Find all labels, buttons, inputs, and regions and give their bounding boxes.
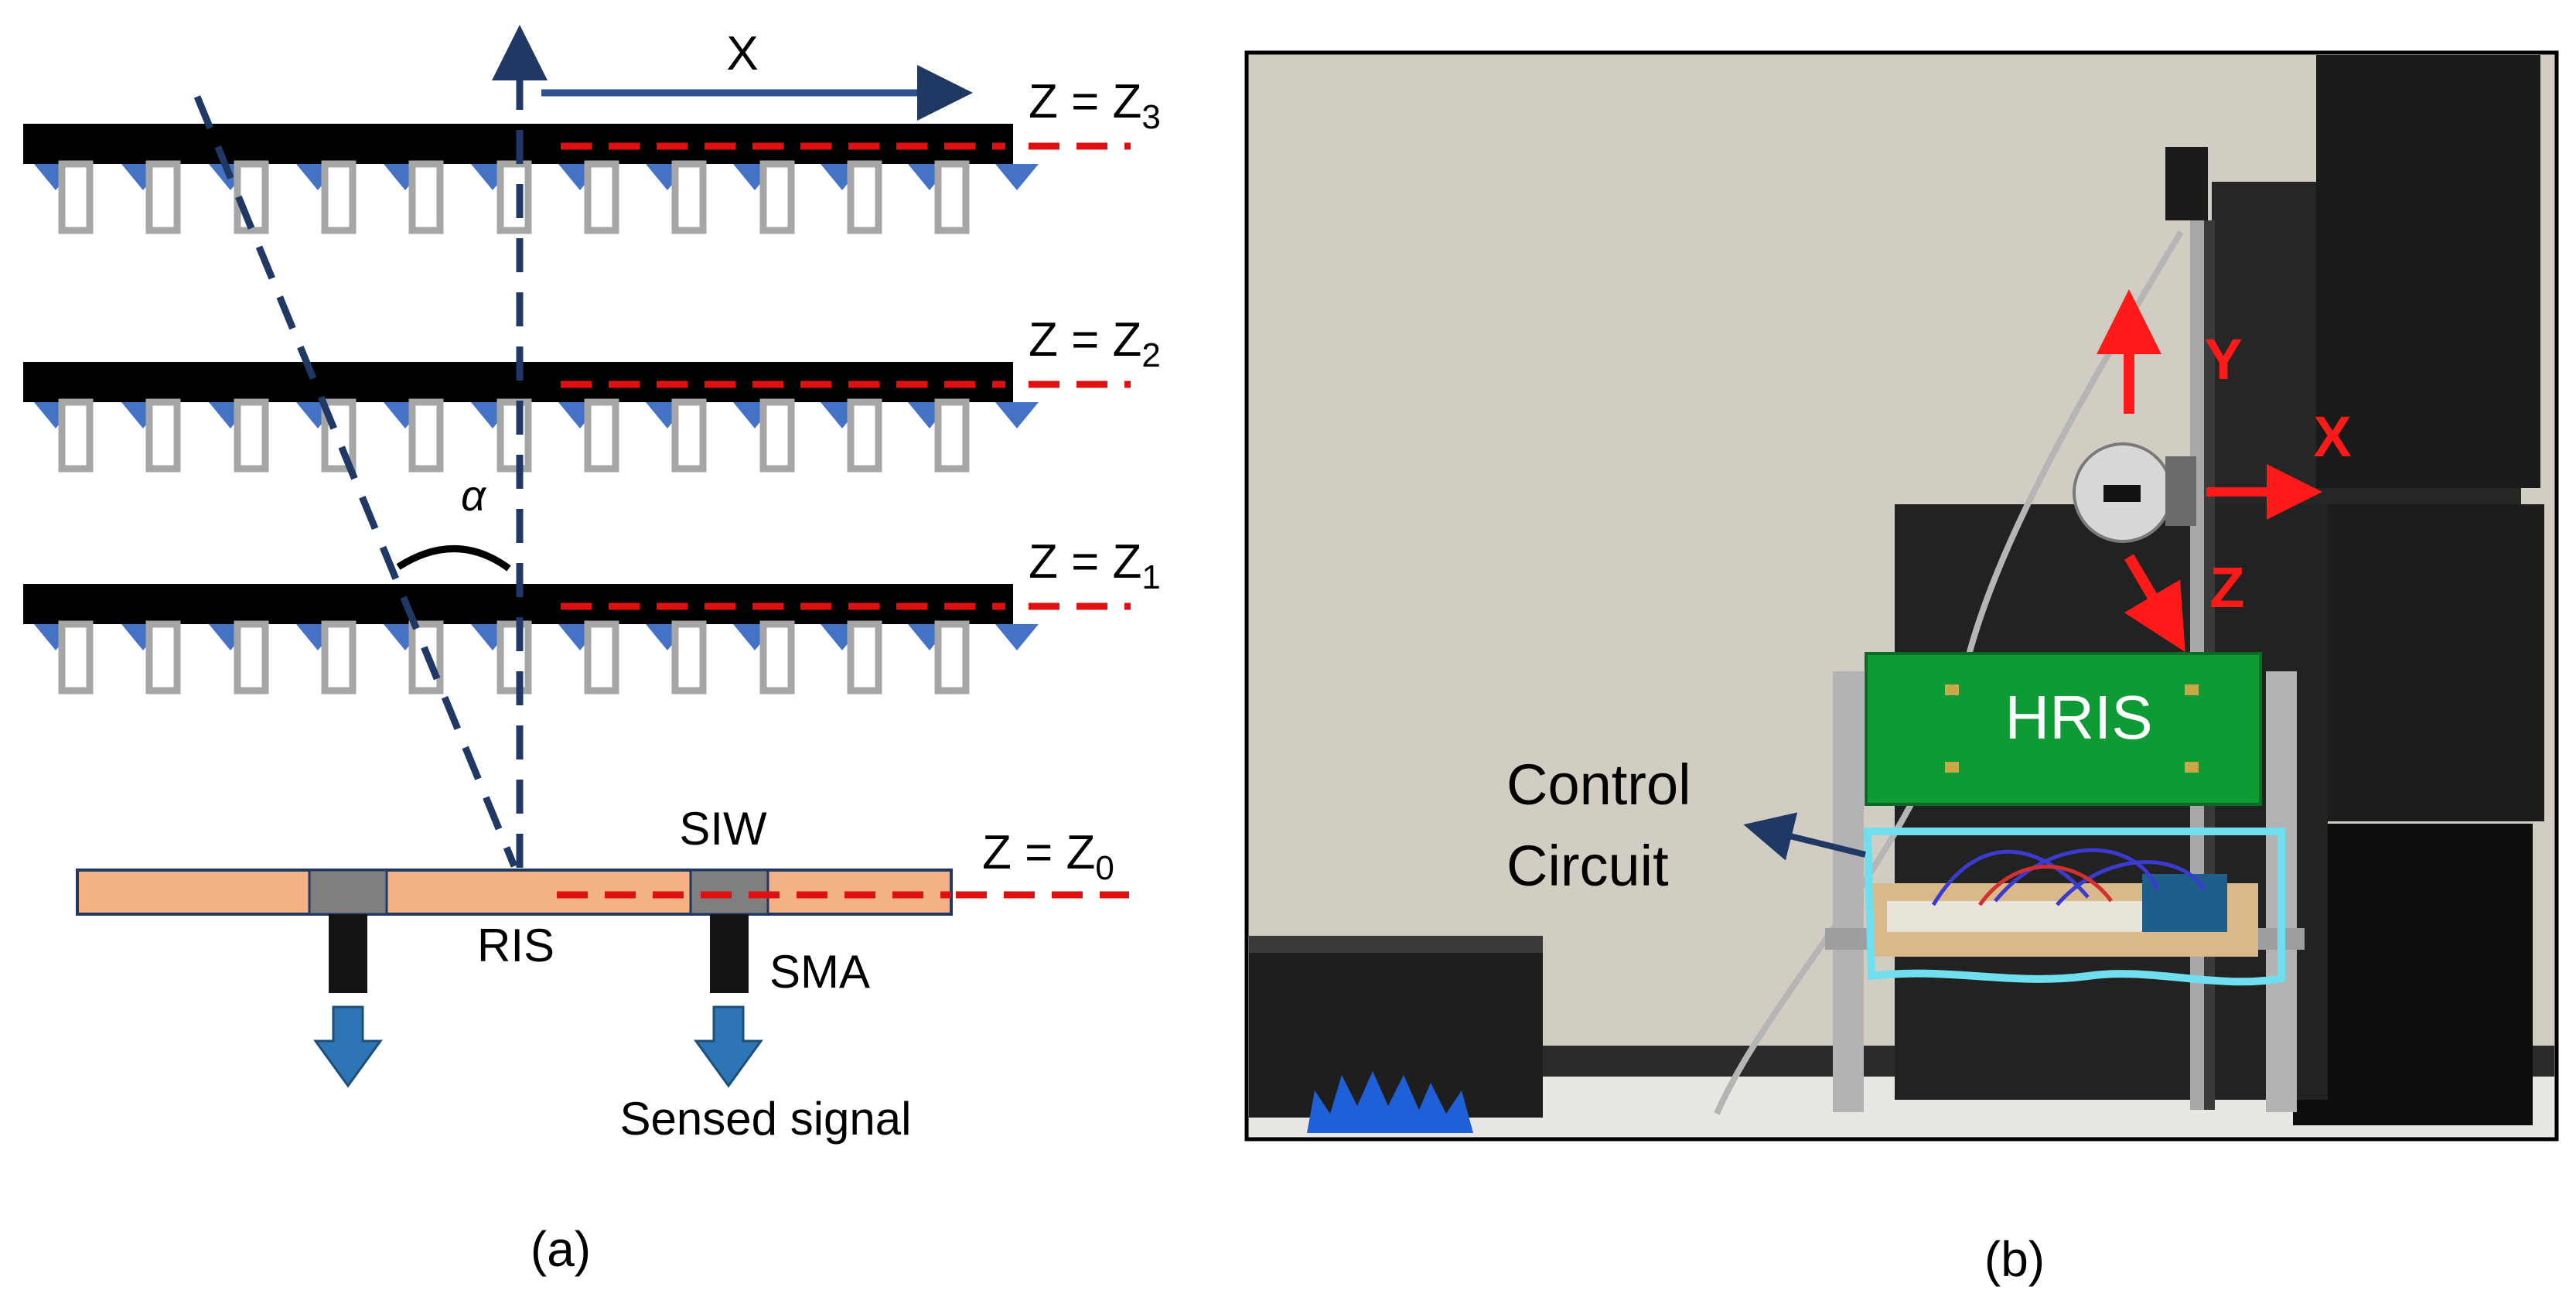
wires — [1931, 848, 2206, 906]
absorber-tooth — [995, 164, 1039, 190]
antenna-element — [847, 620, 882, 695]
control-pointer-arrow — [1743, 812, 1866, 861]
siw-label: SIW — [679, 803, 767, 855]
metasurface-plane-1: Z = Z2 — [23, 313, 1161, 473]
plane-z-label: Z = Z1 — [1029, 535, 1161, 596]
absorber-tooth — [995, 402, 1039, 428]
sma-connector-right — [710, 914, 749, 993]
plane-z-label: Z = Z3 — [1029, 75, 1161, 136]
panel-a-diagram: Z = Z3 Z = Z2 Z = Z1 X α Z = Z0 SIW RIS SM… — [23, 25, 1161, 1277]
antenna-element — [759, 398, 795, 473]
antenna-element — [408, 398, 444, 473]
hris-screws — [1945, 684, 2199, 773]
output-arrow-left — [313, 1005, 383, 1088]
antenna-element — [847, 398, 882, 473]
antenna-element — [234, 398, 269, 473]
y-axis-label: Y — [2204, 327, 2242, 391]
z-axis-arrow — [2124, 554, 2185, 653]
plane-z-label: Z = Z2 — [1029, 313, 1161, 374]
antenna-element — [234, 620, 269, 695]
antenna-element — [584, 160, 619, 234]
caption-a: (a) — [531, 1221, 591, 1277]
metasurface-plane-2: Z = Z1 — [23, 535, 1161, 695]
ris-substrate — [76, 869, 1129, 993]
scanner-motor — [2165, 147, 2208, 220]
antenna-element — [934, 620, 970, 695]
antenna-element — [496, 620, 532, 695]
absorber-top — [2316, 55, 2540, 488]
siw-port-left — [308, 869, 388, 916]
antenna-element — [58, 398, 94, 473]
incident-dashed-path — [193, 95, 518, 868]
angle-alpha-label: α — [461, 471, 487, 520]
antenna-element — [934, 160, 970, 234]
antenna-element — [847, 160, 882, 234]
hris-board — [1865, 652, 2262, 806]
absorber-right-low — [2293, 824, 2533, 1125]
antenna-element — [759, 160, 795, 234]
absorber-tooth — [995, 624, 1039, 650]
z-axis-label: Z — [2209, 555, 2244, 619]
sma-label: SMA — [769, 946, 870, 998]
x-axis-label-photo: X — [2313, 404, 2351, 469]
metasurface-planes: Z = Z3 Z = Z2 Z = Z1 — [23, 75, 1161, 695]
hris-label: HRIS — [2005, 683, 2152, 752]
probe-aperture — [2103, 485, 2141, 502]
antenna-element — [145, 398, 181, 473]
antenna-element — [671, 160, 707, 234]
blue-absorber — [1307, 1071, 1473, 1133]
antenna-element — [408, 620, 444, 695]
probe-mount — [2165, 456, 2196, 526]
x-axis-label: X — [726, 27, 758, 80]
sensed-signal-label: Sensed signal — [620, 1093, 912, 1145]
antenna-element — [759, 620, 795, 695]
antenna-element — [145, 620, 181, 695]
antenna-element — [321, 160, 357, 234]
ris-label: RIS — [477, 920, 554, 971]
output-arrow-right — [694, 1005, 763, 1088]
sma-connector-left — [329, 914, 367, 993]
antenna-element — [145, 160, 181, 234]
antenna-element — [408, 160, 444, 234]
antenna-element — [496, 160, 532, 234]
antenna-element — [496, 398, 532, 473]
antenna-element — [58, 160, 94, 234]
antenna-element — [934, 398, 970, 473]
caption-b: (b) — [1984, 1231, 2045, 1287]
left-black-box-top — [1249, 936, 1543, 953]
antenna-element — [321, 620, 357, 695]
breadboard-strip — [1887, 901, 2150, 932]
metasurface-plane-0: Z = Z3 — [23, 75, 1161, 234]
antenna-element — [58, 620, 94, 695]
left-black-box — [1249, 936, 1543, 1118]
antenna-element — [671, 620, 707, 695]
frame-post-left — [1833, 671, 1864, 1112]
wires-red — [1977, 865, 2114, 906]
antenna-element — [584, 620, 619, 695]
angle-arc — [396, 545, 511, 572]
antenna-element — [584, 398, 619, 473]
z0-label: Z = Z0 — [982, 826, 1114, 887]
antenna-element — [671, 398, 707, 473]
control-circuit-box — [1863, 828, 2285, 986]
